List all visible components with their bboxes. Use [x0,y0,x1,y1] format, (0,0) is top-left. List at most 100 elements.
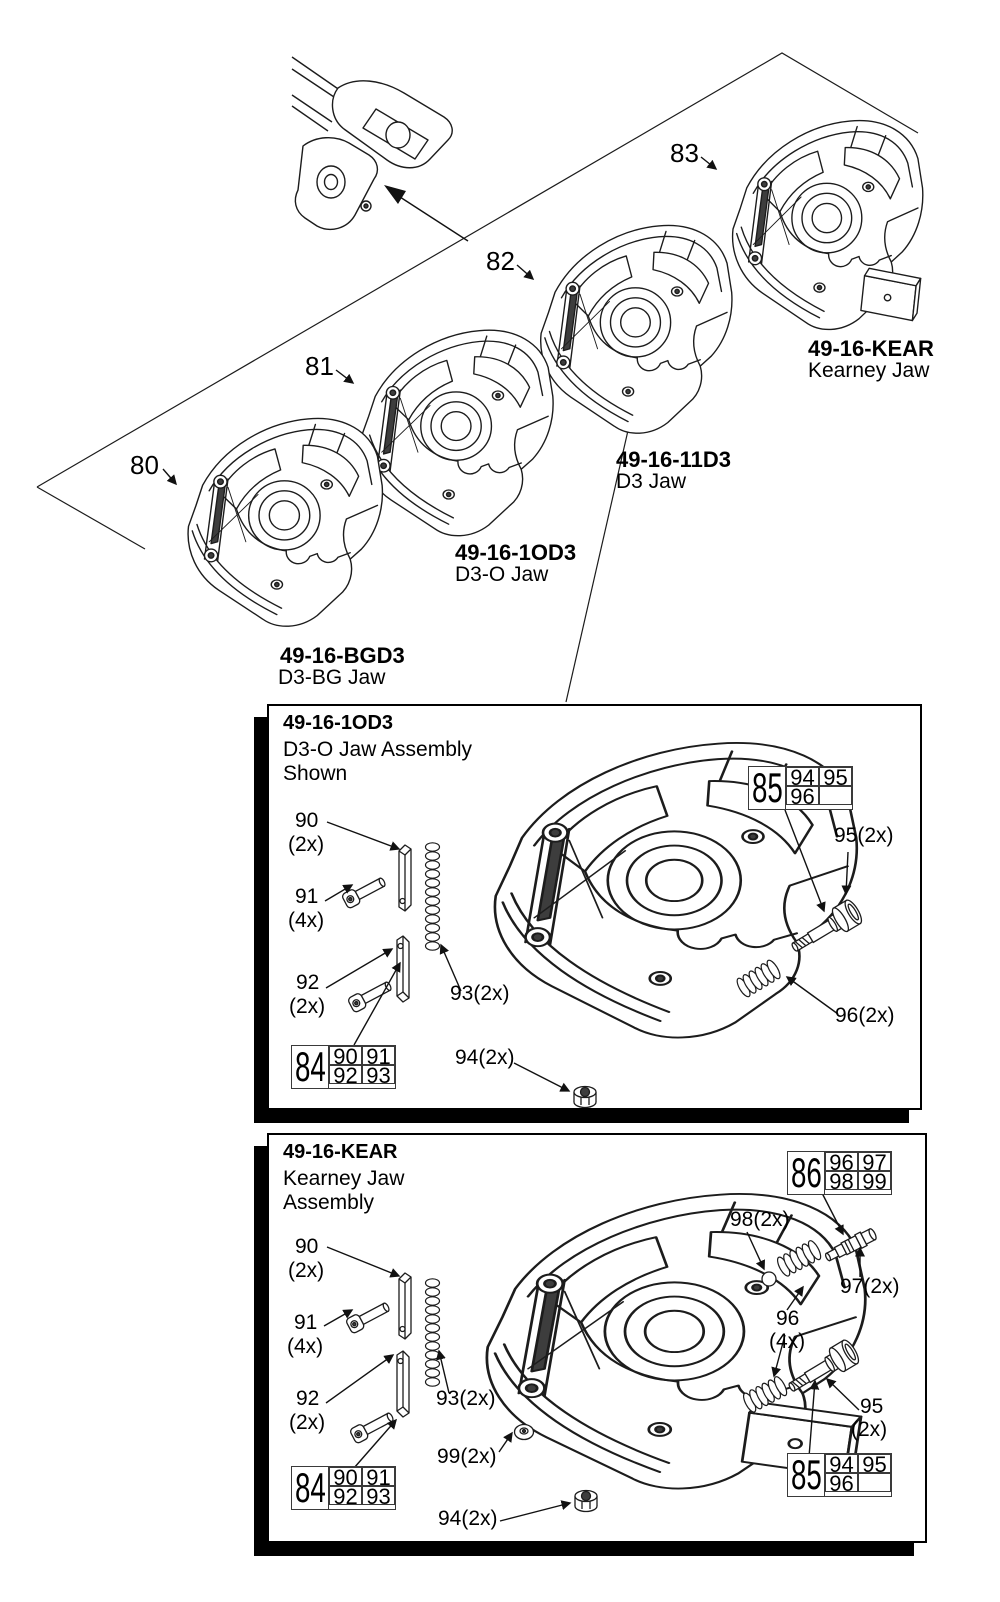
box2-label-95-qty: (2x) [851,1418,888,1441]
box1-label-93: 93(2x) [450,982,510,1005]
jaw-name-11d3: D3 Jaw [616,470,687,493]
box2-label-96-qty: (4x) [769,1330,806,1353]
box2-label-91-qty: (4x) [287,1335,324,1358]
box1-label-92: 92 [296,971,320,994]
ref-table-86-box2: 86 96 97 98 99 [787,1151,892,1195]
box2-label-99: 99(2x) [437,1445,497,1468]
ref-cell: 92 [329,1065,362,1087]
jaw-name-kear: Kearney Jaw [808,359,930,382]
box1-label-96: 96(2x) [835,1004,895,1027]
box2-label-94: 94(2x) [438,1507,498,1530]
nut-99-drawing [513,1423,535,1441]
jaw-drawing-81-d3o [360,329,554,537]
ref-table-86-number: 86 [790,1149,822,1196]
kearney-assembly-drawing [269,1192,879,1541]
ref-table-85-number: 85 [790,1451,822,1498]
ref-cell: 91 [362,1046,395,1068]
box1-part-no: 49-16-1OD3 [283,712,394,734]
callout-82: 82 [486,246,515,276]
part-no-kear: 49-16-KEAR [808,336,934,361]
screw-91b-drawing [348,1408,397,1445]
tool-head-drawing [292,57,452,229]
nut-94-drawing [574,1489,598,1513]
callout-80: 80 [130,450,159,480]
ref-cell: 91 [362,1467,395,1489]
nut-94-drawing [573,1085,597,1108]
box1-label-90-qty: (2x) [288,833,325,856]
blade-92-drawing [396,1350,410,1418]
spring-93-drawing [424,842,441,951]
box2-label-95: 95 [860,1395,884,1418]
blade-92-drawing [396,935,410,1003]
ref-table-84-number: 84 [294,1043,326,1090]
leader-lines [325,810,852,1092]
box1-label-90: 90 [295,809,319,832]
box2-label-97: 97(2x) [840,1275,900,1298]
ref-cell: 96 [825,1473,858,1495]
box1-label-94: 94(2x) [455,1046,515,1069]
box2-label-90-qty: (2x) [288,1259,325,1282]
ref-cell: 99 [858,1171,891,1193]
part-no-bgd3: 49-16-BGD3 [280,643,405,668]
ref-cell: 94 [825,1454,858,1476]
box2-part-no: 49-16-KEAR [283,1141,398,1163]
ref-cell: 95 [858,1454,891,1476]
box1-label-95: 95(2x) [834,824,894,847]
ref-cell: 97 [858,1152,891,1174]
ref-table-84-box2: 84 90 91 92 93 [291,1466,396,1510]
ref-cell: 93 [362,1486,395,1508]
part-no-11d3: 49-16-11D3 [616,447,731,472]
callout-leader-lines [163,157,718,486]
jaw-name-bgd3: D3-BG Jaw [278,666,386,689]
ref-cell: 90 [329,1046,362,1068]
ref-cell: 93 [362,1065,395,1087]
ref-table-85-box1: 85 94 95 96 [748,766,853,810]
box1-label-91-qty: (4x) [288,909,325,932]
jaw-drawing-83-kearney [731,119,924,331]
jaw-mount-arrow [384,185,468,241]
ref-cell: 96 [786,786,819,808]
box2-label-93: 93(2x) [436,1387,496,1410]
box1-subtitle-1: D3-O Jaw Assembly [283,738,473,761]
ref-table-85-box2: 85 94 95 96 [787,1453,892,1497]
box2-label-92-qty: (2x) [289,1411,326,1434]
jaw-body-drawing [485,1192,867,1490]
ref-cell: 90 [329,1467,362,1489]
ref-cell: 96 [825,1152,858,1174]
mounting-plane-lines [37,53,918,549]
blade-90-drawing [398,1272,412,1340]
leader-lines [324,1193,865,1521]
jaw-drawing-82-d3 [540,224,733,434]
spring-93-drawing [424,1278,441,1387]
screw-91a-drawing [340,873,389,910]
box2-label-98: 98(2x) [730,1208,790,1231]
box2-subtitle-1: Kearney Jaw [283,1167,405,1190]
blade-90-drawing [398,844,412,912]
ref-cell: 98 [825,1171,858,1193]
ball-98-drawing [762,1272,776,1286]
box1-label-91: 91 [295,885,319,908]
ref-table-84-number: 84 [294,1464,326,1511]
box1-label-92-qty: (2x) [289,995,326,1018]
part-no-1od3: 49-16-1OD3 [455,540,577,565]
jaw-drawing-80-d3bg [187,417,384,627]
screw-91a-drawing [344,1298,393,1335]
box2-label-90: 90 [295,1235,319,1258]
ref-cell: 92 [329,1486,362,1508]
box2-label-91: 91 [294,1311,318,1334]
ref-cell: 94 [786,767,819,789]
box2-label-92: 92 [296,1387,320,1410]
ref-table-84-box1: 84 90 91 92 93 [291,1045,396,1089]
box1-subtitle-2: Shown [283,762,348,785]
ref-cell [819,786,852,805]
top-exploded-view [0,0,924,704]
callout-81: 81 [305,351,334,381]
box2-label-96: 96 [776,1307,800,1330]
callout-83: 83 [670,138,699,168]
screw-91b-drawing [346,977,395,1014]
jaw-name-1od3: D3-O Jaw [455,563,549,586]
ref-cell: 95 [819,767,852,789]
d3o-assembly-drawing [269,741,866,1108]
ref-table-85-number: 85 [751,764,783,811]
